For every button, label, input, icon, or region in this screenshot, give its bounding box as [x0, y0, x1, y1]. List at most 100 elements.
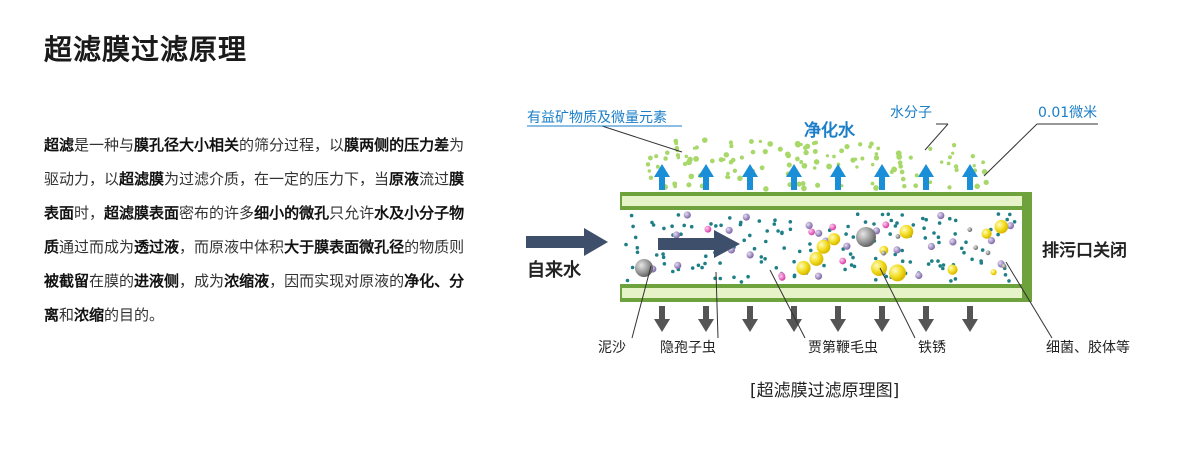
teal-particle	[764, 239, 768, 244]
mineral-dot	[951, 151, 955, 155]
teal-particle	[851, 255, 855, 260]
mineral-dot	[902, 183, 907, 189]
teal-particle	[874, 278, 878, 282]
mineral-dot	[785, 152, 792, 159]
description-bold-term: 膜表面	[44, 170, 465, 222]
mineral-dot	[832, 154, 836, 159]
mineral-dot	[939, 160, 944, 164]
mineral-dot	[803, 149, 809, 156]
mineral-dot	[947, 185, 952, 190]
description-text: 的物质则	[404, 238, 465, 256]
filtrate-down-arrows	[654, 306, 978, 332]
teal-particle	[654, 253, 659, 257]
mineral-dot	[796, 181, 802, 187]
teal-particle	[979, 261, 984, 265]
purple-particle	[893, 246, 901, 254]
teal-particle	[911, 223, 916, 227]
purple-particle	[674, 261, 682, 269]
description-bold-term: 超滤膜	[119, 170, 165, 188]
down-arrow	[786, 306, 802, 332]
teal-particle	[873, 256, 878, 261]
mineral-dot	[730, 157, 736, 163]
yellow-particle	[796, 260, 811, 276]
pink-particle	[882, 221, 890, 229]
teal-particle	[670, 224, 674, 228]
teal-particle	[763, 257, 767, 261]
teal-particle	[662, 262, 667, 266]
yellow-particle	[889, 264, 906, 282]
pink-particle	[778, 273, 786, 281]
teal-particle	[908, 260, 913, 264]
mineral-dot	[777, 146, 783, 152]
rust-particle-yellow	[871, 260, 887, 276]
yellow-particle	[990, 269, 997, 276]
mineral-dot	[858, 142, 863, 147]
mineral-dot	[913, 183, 919, 189]
teal-particle	[676, 213, 681, 217]
purified-water-label: 净化水	[804, 120, 856, 141]
teal-particle	[776, 229, 780, 233]
teal-particle	[922, 226, 926, 230]
mineral-dot	[767, 141, 774, 147]
description-bold-term: 净化、分离	[44, 272, 465, 324]
description-text: 流过	[419, 170, 450, 188]
teal-particle	[936, 259, 940, 263]
teal-particle	[690, 266, 695, 270]
description-bold-term: 水及小分子物质	[44, 204, 465, 256]
down-arrow	[918, 306, 934, 332]
up-arrow	[698, 164, 714, 190]
teal-particle	[962, 250, 966, 255]
mineral-dot	[787, 182, 793, 188]
membrane-top-inner	[622, 196, 1022, 206]
purple-particle	[725, 226, 733, 234]
teal-particle	[884, 274, 889, 279]
mineral-dot	[853, 157, 858, 161]
purple-particle	[742, 213, 750, 221]
mineral-dot	[674, 141, 679, 146]
mineral-dot	[946, 161, 951, 166]
teal-particle	[1012, 220, 1017, 224]
mineral-dot	[825, 154, 830, 158]
description-bold-term: 原液	[389, 170, 420, 188]
teal-particle	[941, 266, 945, 271]
teal-particle	[921, 216, 925, 221]
mineral-dot	[868, 144, 872, 149]
teal-particle	[709, 222, 713, 226]
membrane-bottom-inner	[622, 288, 1022, 298]
teal-particle	[855, 212, 860, 216]
mineral-dot	[800, 181, 806, 187]
description-bold-term: 被截留	[44, 272, 90, 290]
teal-particle	[629, 213, 634, 218]
description-text: 是一种与	[74, 136, 135, 154]
mineral-dot	[687, 156, 693, 163]
description-text: 的筛分过程，以	[239, 136, 345, 154]
teal-particle	[900, 213, 904, 217]
mineral-dot	[726, 171, 730, 176]
mineral-dot	[739, 155, 744, 160]
mineral-dot	[970, 153, 976, 159]
mineral-dot	[684, 154, 689, 159]
mineral-dot	[812, 149, 818, 154]
teal-particle	[900, 248, 904, 253]
feed-particles	[624, 211, 1017, 284]
mineral-dot	[645, 162, 651, 167]
teal-particle	[996, 232, 1000, 237]
mineral-dot	[663, 156, 668, 161]
teal-particle	[718, 276, 723, 281]
description-bold-term: 细小的微孔	[254, 204, 330, 222]
mineral-dot	[725, 174, 730, 180]
mineral-dot	[815, 182, 821, 188]
yellow-particle	[981, 228, 992, 239]
teal-particle	[808, 242, 812, 246]
teal-particle	[752, 246, 757, 251]
mineral-dot	[874, 152, 879, 156]
mineral-dot	[758, 139, 763, 144]
description-bold-term: 浓缩液	[224, 272, 270, 290]
teal-particle	[714, 224, 718, 228]
teal-particle	[980, 248, 985, 252]
mineral-dot	[718, 157, 724, 163]
mineral-dot	[896, 153, 903, 160]
mineral-dot	[647, 155, 653, 161]
teal-particle	[889, 218, 894, 223]
teal-particle	[953, 218, 958, 223]
